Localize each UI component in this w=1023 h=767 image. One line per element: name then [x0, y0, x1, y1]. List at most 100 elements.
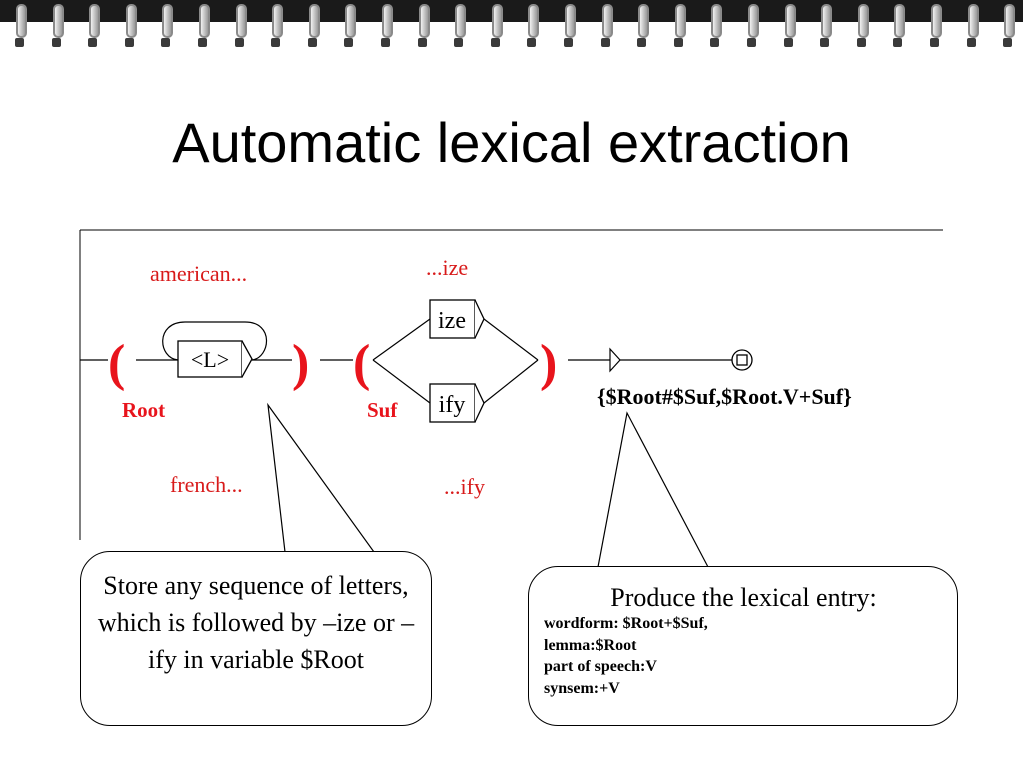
binding-ring-hole [673, 38, 683, 47]
ify-box-label: ify [439, 392, 466, 418]
binding-ring-hole [51, 38, 61, 47]
binding-ring-hole [417, 38, 427, 47]
binding-ring-loop [821, 4, 833, 38]
binding-ring [1002, 4, 1016, 48]
binding-ring-hole [271, 38, 281, 47]
binding-ring-loop [711, 4, 723, 38]
comment-ify: ...ify [444, 474, 485, 499]
binding-ring [380, 4, 393, 48]
binding-ring-hole [820, 38, 830, 47]
binding-ring-hole [564, 38, 573, 47]
binding-ring [892, 4, 906, 48]
ize-box-label: ize [438, 308, 466, 334]
binding-ring-loop [1004, 4, 1016, 38]
binding-ring [160, 4, 174, 48]
binding-ring-hole [88, 38, 98, 47]
callout-right-title: Produce the lexical entry: [610, 583, 877, 612]
binding-band [0, 0, 1023, 22]
binding-ring-loop [638, 4, 650, 38]
ize-box: ize [429, 299, 485, 339]
binding-ring [636, 4, 650, 48]
letter-box: <L> [177, 340, 253, 378]
callout-left: Store any sequence of letters, which is … [80, 551, 432, 726]
edge-branch-ify [372, 359, 431, 404]
binding-ring-loop [418, 4, 430, 38]
binding-ring-hole [600, 38, 610, 47]
binding-ring-loop [382, 4, 393, 38]
root-paren-close: ) [292, 335, 309, 392]
spiral-binding [0, 0, 1023, 62]
binding-ring [234, 4, 247, 48]
binding-ring [307, 4, 320, 48]
binding-ring-hole [161, 38, 171, 47]
binding-ring-loop [235, 4, 247, 38]
final-state-icon [731, 349, 753, 371]
variable-root: Root [122, 398, 165, 422]
binding-ring-hole [344, 38, 354, 47]
binding-ring-loop [52, 4, 64, 38]
binding-ring-hole [637, 38, 647, 47]
suf-paren-open: ( [353, 335, 370, 392]
binding-ring-loop [601, 4, 613, 38]
binding-ring-hole [783, 38, 793, 47]
letter-box-label: <L> [191, 347, 229, 372]
binding-ring [783, 4, 796, 48]
binding-ring [746, 4, 759, 48]
binding-ring-loop [674, 4, 686, 38]
lexical-entry-synsem: synsem:+V [544, 679, 620, 697]
binding-ring [490, 4, 503, 48]
binding-ring [197, 4, 210, 48]
callout-left-pointer [267, 402, 376, 553]
binding-ring-hole [124, 38, 134, 47]
binding-ring [563, 4, 576, 48]
binding-ring-hole [856, 38, 866, 47]
letter-loop [162, 321, 268, 361]
root-paren-open: ( [108, 335, 125, 392]
comment-american: american... [150, 261, 247, 286]
binding-ring [14, 4, 27, 48]
binding-ring-hole [234, 38, 244, 47]
binding-ring-loop [528, 4, 540, 38]
binding-ring-hole [747, 38, 756, 47]
binding-ring-hole [710, 38, 720, 47]
slide-title: Automatic lexical extraction [172, 111, 851, 174]
edge-merge-ize [483, 318, 539, 361]
binding-ring [856, 4, 869, 48]
suf-paren-close: ) [540, 335, 557, 392]
callout-right-pointer [597, 411, 709, 568]
binding-ring [929, 4, 942, 48]
binding-ring-loop [272, 4, 284, 38]
binding-ring-loop [89, 4, 101, 38]
binding-ring-loop [894, 4, 906, 38]
binding-ring-loop [748, 4, 759, 38]
binding-ring [673, 4, 686, 48]
binding-ring-hole [490, 38, 500, 47]
binding-ring-loop [455, 4, 467, 38]
lexical-entry-pos: part of speech:V [544, 658, 657, 675]
binding-ring-hole [381, 38, 390, 47]
binding-ring-hole [15, 38, 24, 47]
binding-ring [819, 4, 833, 48]
binding-ring-hole [930, 38, 939, 47]
lexical-entry-wordform: wordform: $Root+$Suf, [544, 615, 708, 632]
lexical-entry-lemma: lemma:$Root [544, 636, 637, 654]
binding-ring [600, 4, 613, 48]
binding-ring-hole [198, 38, 207, 47]
binding-ring-loop [345, 4, 357, 38]
binding-ring-hole [1003, 38, 1013, 47]
edge-merge-ify [483, 359, 539, 404]
variable-suf: Suf [367, 398, 398, 422]
binding-ring-loop [308, 4, 320, 38]
binding-ring [526, 4, 540, 48]
binding-ring-loop [125, 4, 137, 38]
binding-ring [453, 4, 467, 48]
binding-ring [87, 4, 101, 48]
callout-right: Produce the lexical entry: wordform: $Ro… [528, 566, 958, 726]
output-node [609, 347, 621, 373]
edge-branch-ize [372, 318, 431, 361]
binding-ring-hole [893, 38, 903, 47]
binding-ring-loop [565, 4, 576, 38]
binding-ring [343, 4, 357, 48]
binding-ring [270, 4, 284, 48]
